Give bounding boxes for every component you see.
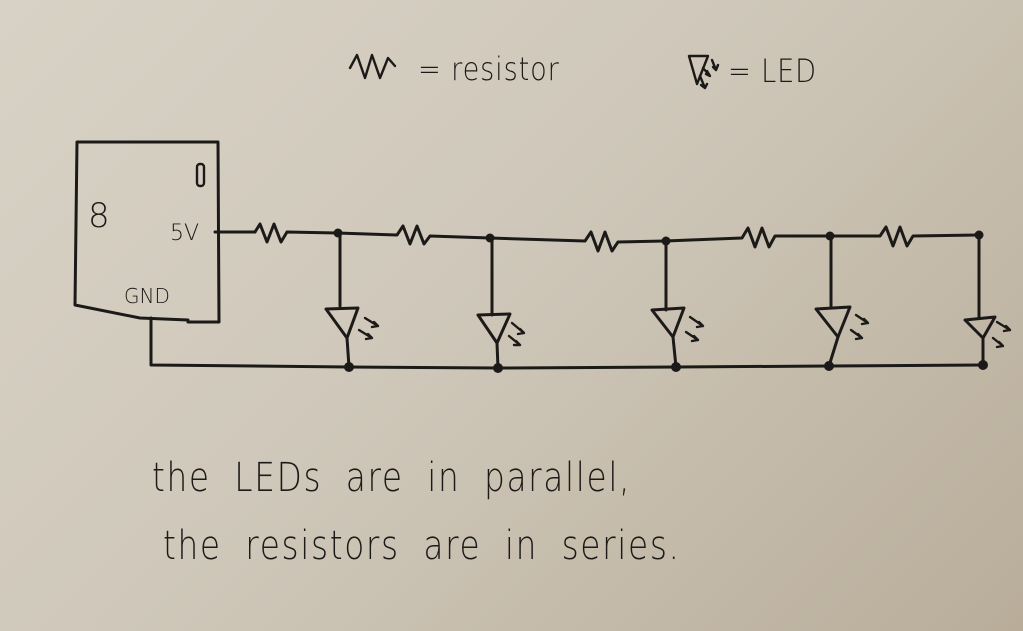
board-power-pin-label: 5V bbox=[170, 221, 200, 246]
junction-bottom-1 bbox=[344, 362, 354, 372]
top-rail bbox=[213, 222, 980, 253]
resistor-4 bbox=[663, 226, 832, 249]
led-2 bbox=[476, 236, 526, 370]
board-header-icon bbox=[195, 162, 206, 188]
junction-bottom-5 bbox=[978, 360, 988, 370]
led-5 bbox=[963, 233, 1012, 367]
caption-line-2: the resistors are in series. bbox=[163, 523, 681, 569]
junction-bottom-2 bbox=[493, 363, 503, 373]
junction-bottom-3 bbox=[671, 362, 681, 372]
resistor-1 bbox=[253, 222, 339, 244]
led-1 bbox=[324, 231, 380, 369]
caption-line-1: the LEDs are in parallel, bbox=[152, 455, 632, 501]
board-ground-pin-label: GND bbox=[124, 284, 170, 308]
legend-resistor-label: = resistor bbox=[418, 50, 560, 88]
board-left-label: 8 bbox=[88, 196, 110, 236]
junction-bottom-4 bbox=[824, 361, 834, 371]
resistor-3 bbox=[488, 230, 667, 253]
legend-led-label: = LED bbox=[728, 52, 817, 90]
resistor-5 bbox=[828, 225, 980, 248]
led-4 bbox=[814, 234, 870, 368]
resistor-2 bbox=[335, 224, 492, 246]
legend-led-icon bbox=[687, 54, 720, 90]
ground-rail bbox=[149, 316, 985, 370]
legend-resistor-icon bbox=[348, 53, 397, 80]
led-3 bbox=[650, 239, 705, 369]
